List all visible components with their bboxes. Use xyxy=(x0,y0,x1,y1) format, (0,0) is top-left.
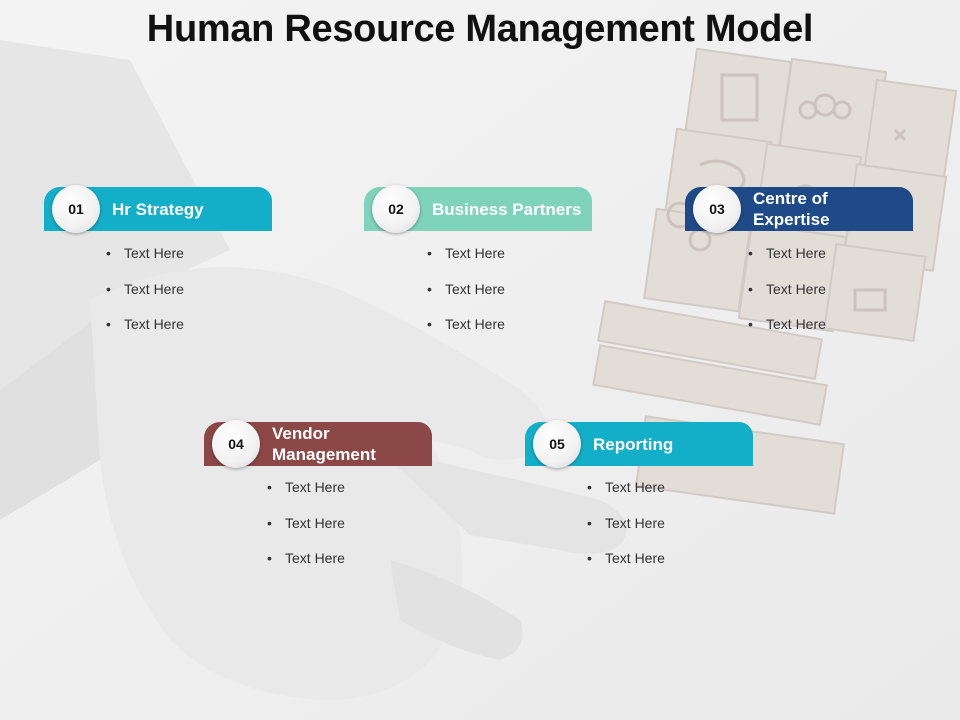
document-icon xyxy=(720,73,759,122)
list-item: Text Here xyxy=(748,244,826,280)
bullet-list-04: Text Here Text Here Text Here xyxy=(267,478,345,585)
strategy-icon xyxy=(893,128,907,142)
number-badge-02: 02 xyxy=(372,185,420,233)
reporting-card: 05 Reporting xyxy=(525,420,755,468)
card-label-05: Reporting xyxy=(593,434,674,454)
list-item: Text Here xyxy=(748,315,826,351)
hr-strategy-card: 01 Hr Strategy xyxy=(44,185,274,233)
number-badge-05: 05 xyxy=(533,420,581,468)
bullet-list-02: Text Here Text Here Text Here xyxy=(427,244,505,351)
card-label-03: Centre of Expertise xyxy=(753,189,830,229)
list-item: Text Here xyxy=(106,244,184,280)
bullet-list-05: Text Here Text Here Text Here xyxy=(587,478,665,585)
list-item: Text Here xyxy=(267,549,345,585)
chart-icon xyxy=(853,288,887,312)
bullet-list-03: Text Here Text Here Text Here xyxy=(748,244,826,351)
list-item: Text Here xyxy=(106,315,184,351)
centre-of-expertise-card: 03 Centre of Expertise xyxy=(685,185,915,233)
number-badge-01: 01 xyxy=(52,185,100,233)
card-label-02: Business Partners xyxy=(432,199,582,219)
list-item: Text Here xyxy=(427,244,505,280)
card-label-04: Vendor Management xyxy=(272,424,376,464)
list-item: Text Here xyxy=(587,478,665,514)
list-item: Text Here xyxy=(587,549,665,585)
list-item: Text Here xyxy=(427,315,505,351)
number-badge-03: 03 xyxy=(693,185,741,233)
list-item: Text Here xyxy=(106,280,184,316)
list-item: Text Here xyxy=(267,514,345,550)
vendor-management-card: 04 Vendor Management xyxy=(204,420,434,468)
list-item: Text Here xyxy=(427,280,505,316)
list-item: Text Here xyxy=(267,478,345,514)
list-item: Text Here xyxy=(587,514,665,550)
handshake-icon xyxy=(699,159,746,192)
business-partners-card: 02 Business Partners xyxy=(364,185,594,233)
bullet-list-01: Text Here Text Here Text Here xyxy=(106,244,184,351)
card-label-01: Hr Strategy xyxy=(112,199,204,219)
list-item: Text Here xyxy=(748,280,826,316)
page-title: Human Resource Management Model xyxy=(146,8,814,50)
number-badge-04: 04 xyxy=(212,420,260,468)
